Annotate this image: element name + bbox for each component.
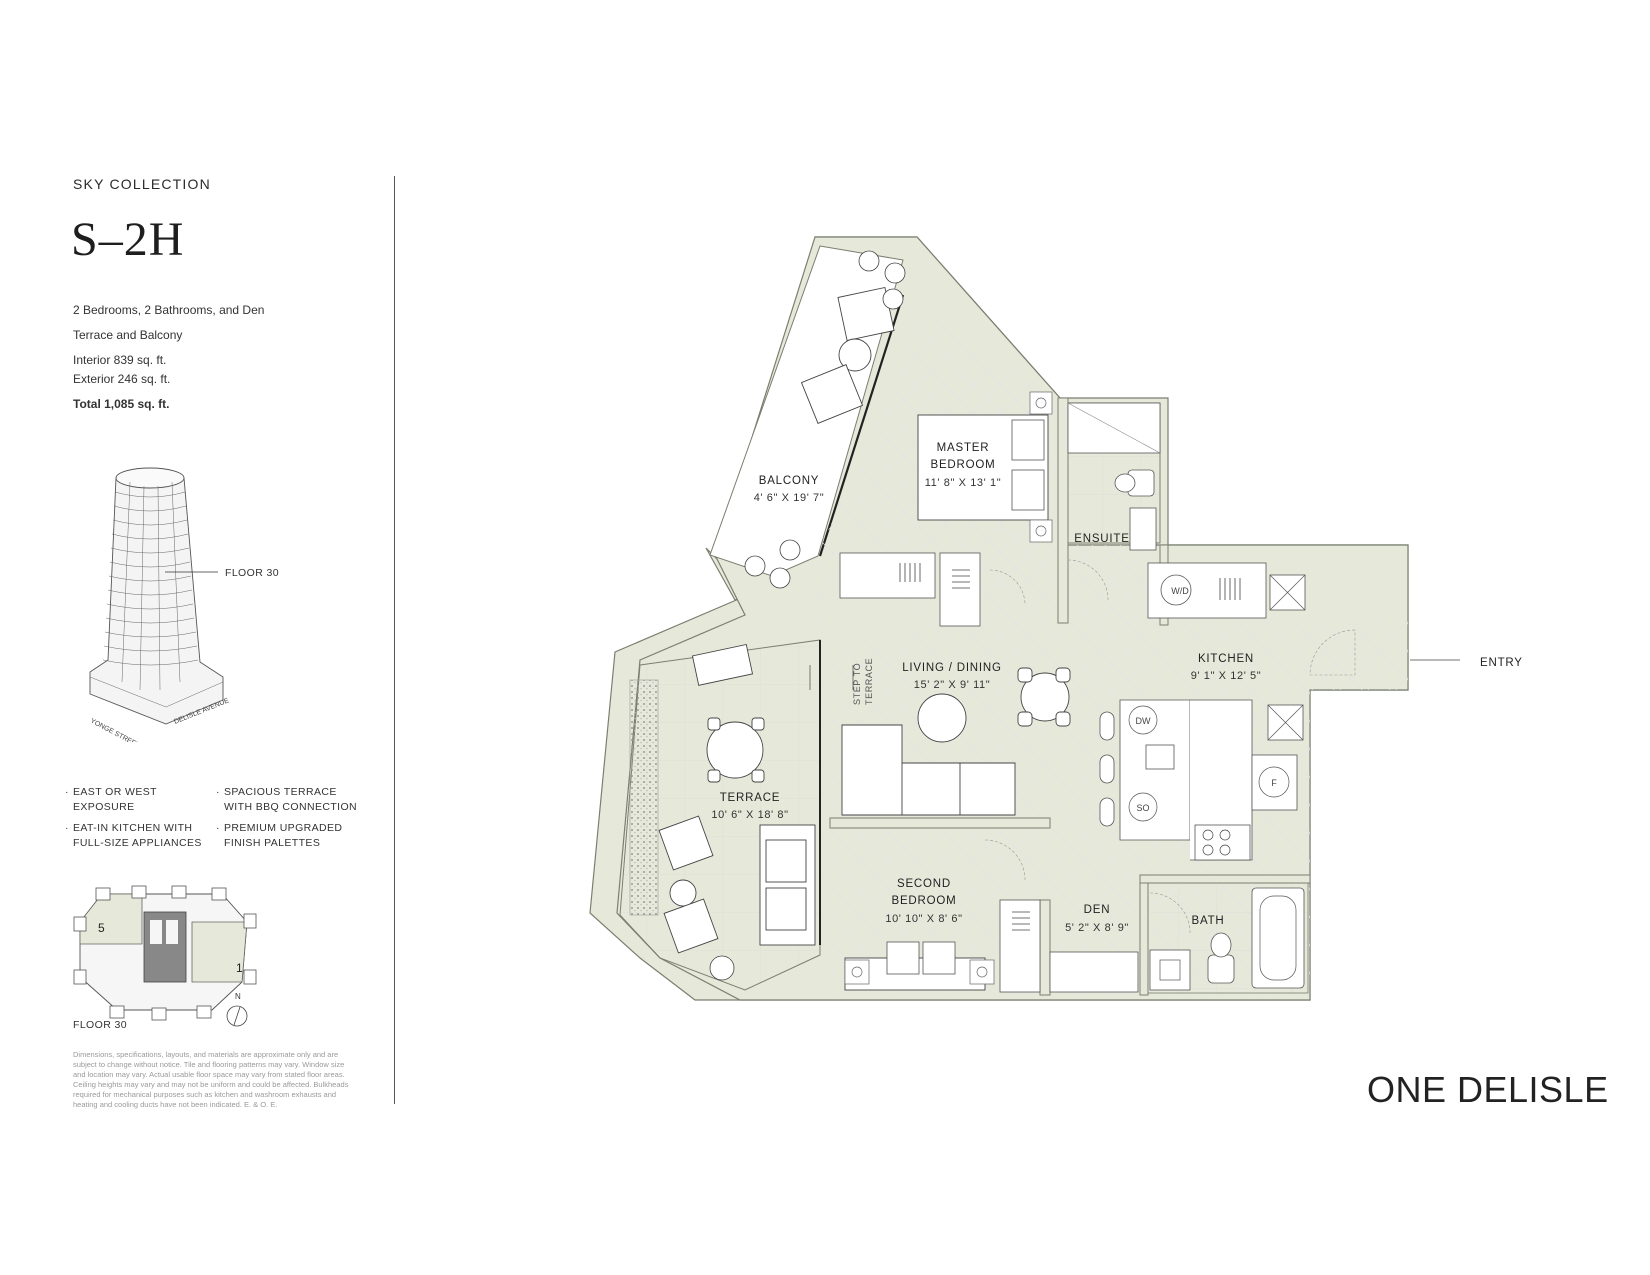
ensuite-vanity	[1129, 507, 1157, 551]
cooktop-icon	[1194, 824, 1251, 861]
plant-icon	[744, 250, 906, 589]
column-divider	[394, 176, 395, 1104]
label-entry: ENTRY	[1480, 657, 1523, 669]
plant-icon	[709, 955, 735, 981]
dim-den: 5' 2" X 8' 9"	[1065, 922, 1129, 934]
label-bath: BATH	[1191, 915, 1224, 927]
outdoor-spaces: Terrace and Balcony	[73, 328, 183, 342]
label-master-1: MASTER	[937, 442, 990, 454]
dishwasher-icon	[1128, 705, 1158, 735]
linen-closet	[939, 552, 981, 627]
svg-text:N: N	[235, 992, 241, 1001]
wall-ensuite-west	[1057, 397, 1069, 624]
label-step-2: TERRACE	[864, 658, 874, 705]
dining-table	[1020, 672, 1070, 722]
feature-exposure: ·EAST OR WEST EXPOSURE	[65, 786, 157, 813]
disclaimer: Dimensions, specifications, layouts, and…	[73, 1050, 349, 1109]
key-plan-label-1: 1	[236, 961, 243, 975]
nightstand-icon	[844, 959, 870, 985]
label-ensuite: ENSUITE	[1074, 533, 1129, 545]
exterior-area: Exterior 246 sq. ft.	[73, 372, 171, 386]
kitchen-sink-icon	[1145, 744, 1175, 770]
key-plan-unit-1	[191, 921, 248, 983]
label-terrace: TERRACE	[720, 792, 781, 804]
dim-master: 11' 8" X 13' 1"	[925, 477, 1001, 489]
second-bedroom-closet	[999, 899, 1041, 993]
feature-kitchen: ·EAT-IN KITCHEN WITH FULL-SIZE APPLIANCE…	[65, 822, 202, 849]
collection-title: SKY COLLECTION	[73, 176, 211, 192]
interior-area: Interior 839 sq. ft.	[73, 353, 167, 367]
oven-icon	[1128, 792, 1158, 822]
den-desk	[1049, 951, 1139, 993]
label-fridge: F	[1271, 778, 1277, 788]
key-plan-floor-label: FLOOR 30	[73, 1019, 127, 1031]
total-area: Total 1,085 sq. ft.	[73, 397, 170, 411]
label-master-2: BEDROOM	[930, 459, 995, 471]
terrace-side-table	[669, 879, 697, 907]
dim-second: 10' 10" X 8' 6"	[885, 913, 962, 925]
label-second-2: BEDROOM	[891, 895, 956, 907]
balcony-sliding-door	[818, 294, 905, 557]
dim-kitchen: 9' 1" X 12' 5"	[1191, 670, 1262, 682]
bbq-icon	[691, 643, 754, 686]
label-washer-dryer: W/D	[1171, 586, 1189, 596]
master-closet	[839, 552, 936, 599]
label-step-1: STEP TO	[852, 663, 862, 705]
unit-description: 2 Bedrooms, 2 Bathrooms, and Den	[73, 303, 265, 317]
living-sofa	[841, 724, 1016, 816]
wall-den-west	[1039, 899, 1051, 996]
label-dw: DW	[1136, 716, 1151, 726]
nightstand-icon	[1029, 391, 1053, 415]
label-kitchen: KITCHEN	[1198, 653, 1254, 665]
brand-logo: ONE DELISLE	[1367, 1069, 1609, 1110]
terrace-lounge-chair	[663, 898, 719, 954]
terrace-planter	[629, 679, 659, 916]
dim-terrace: 10' 6" X 18' 8"	[711, 809, 788, 821]
label-den: DEN	[1084, 904, 1111, 916]
building-illustration: YONGE STREET DELISLE AVENUE	[89, 467, 230, 742]
wall-bath-north	[1139, 874, 1311, 884]
key-plan-label-5: 5	[98, 921, 105, 935]
label-balcony: BALCONY	[759, 475, 820, 487]
terrace-lounge-chair	[658, 815, 714, 871]
nightstand-icon	[1029, 519, 1053, 543]
feature-finishes: ·PREMIUM UPGRADED FINISH PALETTES	[216, 822, 343, 849]
label-so: SO	[1136, 803, 1149, 813]
wall-bath-west	[1139, 879, 1149, 996]
dim-living: 15' 2" X 9' 11"	[914, 679, 990, 691]
balcony-chair	[800, 364, 864, 424]
key-plan: 5 1	[73, 885, 257, 1021]
label-living: LIVING / DINING	[902, 662, 1002, 674]
bar-stool-icon	[1099, 711, 1115, 827]
dim-balcony: 4' 6" X 19' 7"	[754, 492, 825, 504]
nightstand-icon	[969, 959, 995, 985]
north-arrow-icon: N	[226, 992, 248, 1027]
coffee-table	[917, 693, 967, 743]
unit-name: S–2H	[71, 213, 185, 266]
bath-toilet	[1207, 954, 1235, 984]
label-second-1: SECOND	[897, 878, 951, 890]
balcony-table	[838, 338, 872, 372]
feature-terrace: ·SPACIOUS TERRACE WITH BBQ CONNECTION	[216, 786, 358, 813]
entry-door-swing	[1309, 629, 1356, 676]
wall-second-bedroom-north	[829, 817, 1051, 829]
balcony-chair	[837, 286, 895, 342]
terrace-dining-table	[706, 721, 764, 779]
building-floor-label: FLOOR 30	[225, 567, 279, 579]
